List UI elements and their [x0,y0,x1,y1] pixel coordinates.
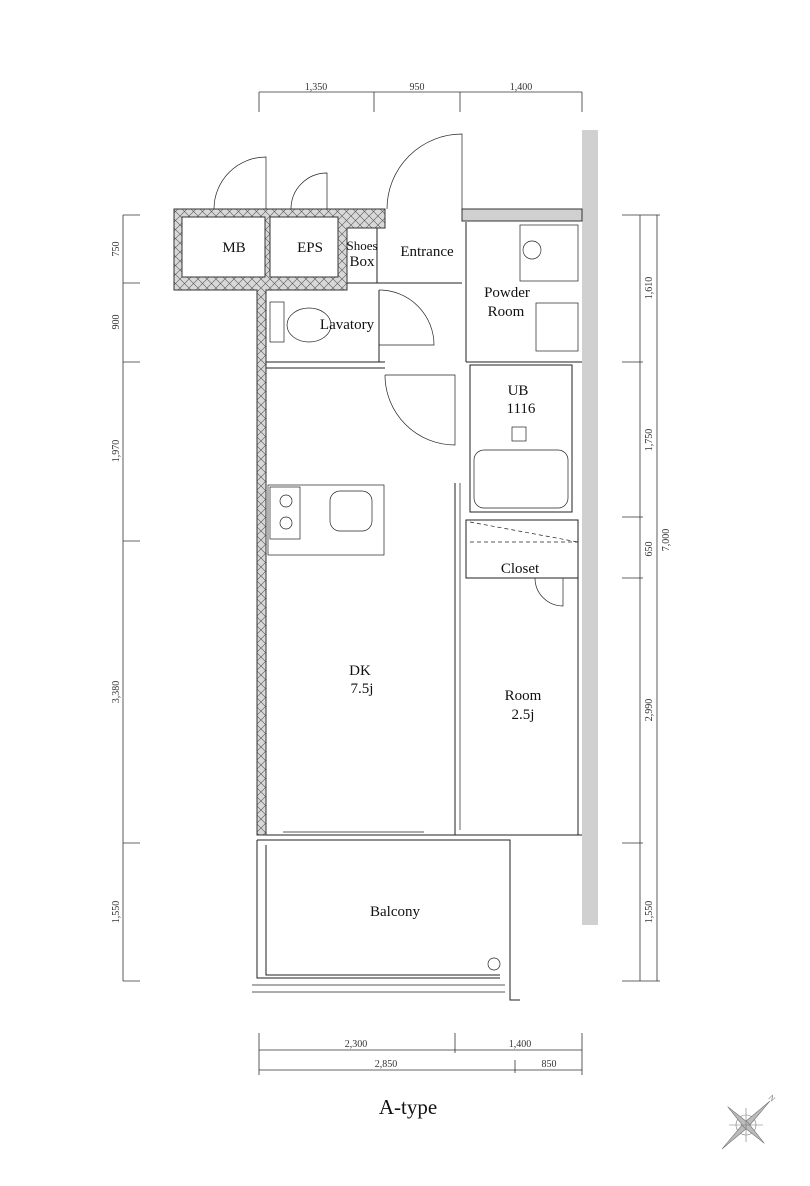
dim-bottom-1b: 1,400 [509,1039,532,1050]
dim-bottom-1a: 2,300 [345,1039,368,1050]
label-room-size: 2.5j [512,707,535,723]
label-ub: UB [508,383,529,399]
label-room: Room [505,688,542,704]
dim-right-4: 2,990 [644,699,655,722]
label-dk: DK [349,663,371,679]
label-box: Box [349,254,375,270]
dim-left-2: 900 [111,315,122,330]
dim-top-3: 1,400 [510,82,533,93]
left-dimensions [122,214,140,982]
dim-right-2: 1,750 [644,429,655,452]
label-closet: Closet [501,561,540,577]
label-shoes: Shoes [346,238,377,253]
walls [173,130,598,1001]
bathtub-icon [473,449,569,509]
label-powder-room: Room [488,304,525,320]
compass-north-label: N [767,1093,778,1104]
top-dimensions [258,91,583,112]
dim-bottom-2a: 2,850 [375,1059,398,1070]
bottom-dimensions [258,1033,583,1075]
dim-top-1: 1,350 [305,82,328,93]
compass-rose-icon [721,1100,771,1150]
label-balcony: Balcony [370,904,420,920]
dim-right-1: 1,610 [644,277,655,300]
label-mb: MB [222,240,245,256]
dim-right-5: 1,550 [644,901,655,924]
stove-icon [269,486,301,540]
right-dimensions [622,214,660,982]
dim-left-5: 1,550 [111,901,122,924]
dim-left-3: 1,970 [111,440,122,463]
label-dk-size: 7.5j [351,681,374,697]
kitchen-counter [267,484,385,556]
dim-right-3: 650 [644,542,655,557]
plan-title: A-type [379,1095,437,1119]
dim-left-4: 3,380 [111,681,122,704]
label-ub-size: 1116 [507,401,536,417]
label-entrance: Entrance [400,244,454,260]
dim-top-2: 950 [410,82,425,93]
dim-left-1: 750 [111,242,122,257]
washer-pan-icon [519,224,579,282]
label-lavatory: Lavatory [320,317,375,333]
dim-bottom-2b: 850 [542,1059,557,1070]
dim-right-total: 7,000 [661,529,672,552]
kitchen-sink-icon [329,490,373,532]
label-powder: Powder [484,285,530,301]
sink-icon [535,302,579,352]
label-eps: EPS [297,240,323,256]
doors [213,133,579,830]
fixtures [267,224,579,556]
toilet-icon [286,307,332,343]
